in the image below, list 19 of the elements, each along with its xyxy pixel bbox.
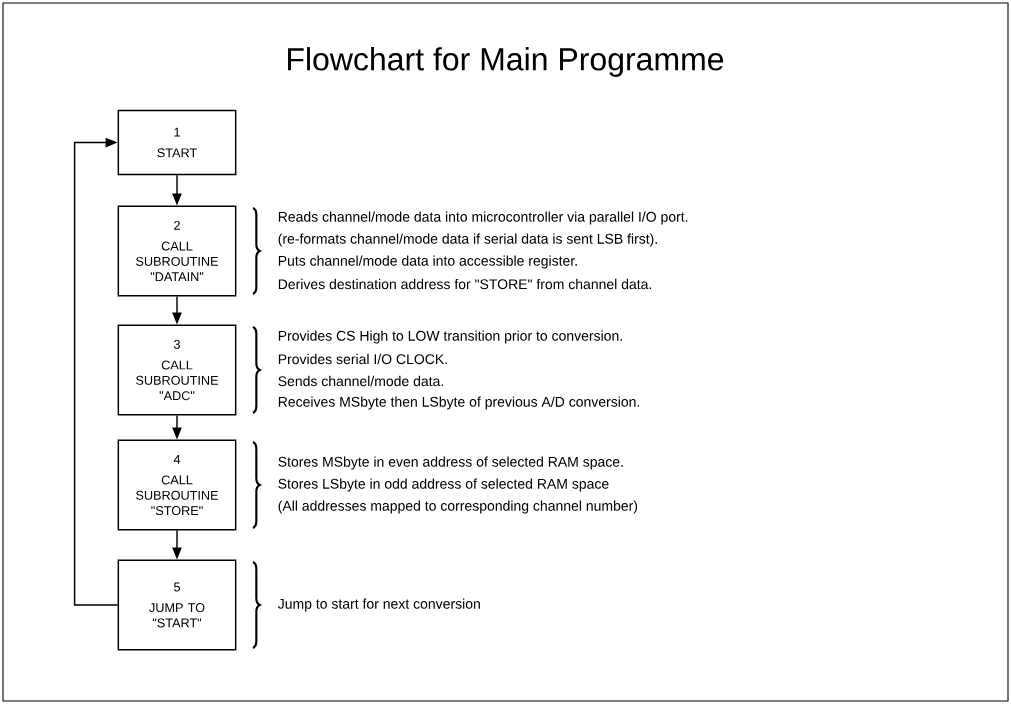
process-box: 1 START: [117, 109, 237, 176]
description-text: Provides serial I/O CLOCK.: [278, 353, 447, 365]
description-text: Reads channel/mode data into microcontroller via parallel I/O port.: [278, 211, 688, 225]
description-text: Puts channel/mode data into accessible register.: [278, 255, 577, 269]
description-text: Stores LSbyte in odd address of selected RAM space: [278, 478, 609, 492]
process-box: 5 JUMP TO "START": [117, 559, 237, 651]
description-text: Sends channel/mode data.: [278, 375, 443, 387]
arrow: [73, 137, 119, 606]
title: Flowchart for Main Programme: [288, 47, 724, 77]
description-text: Receives MSbyte then LSbyte of previous A/D conversion.: [278, 396, 640, 410]
description-text: Jump to start for next conversion: [277, 598, 480, 612]
description-text: (All addresses mapped to corresponding channel number): [278, 500, 638, 514]
process-box: 2 CALL SUBROUTINE "DATAIN": [117, 205, 237, 297]
description-text: Derives destination address for "STORE" from channel data.: [278, 278, 652, 290]
process-box: 3 CALL SUBROUTINE "ADC": [117, 324, 237, 416]
description-text: (re-formats channel/mode data if serial data is sent LSB first).: [278, 233, 657, 247]
description-text: Stores MSbyte in even address of selected RAM space.: [278, 456, 623, 470]
process-box: 4 CALL SUBROUTINE "STORE": [117, 439, 237, 531]
description-text: Provides CS High to LOW transition prior to conversion.: [278, 330, 622, 344]
